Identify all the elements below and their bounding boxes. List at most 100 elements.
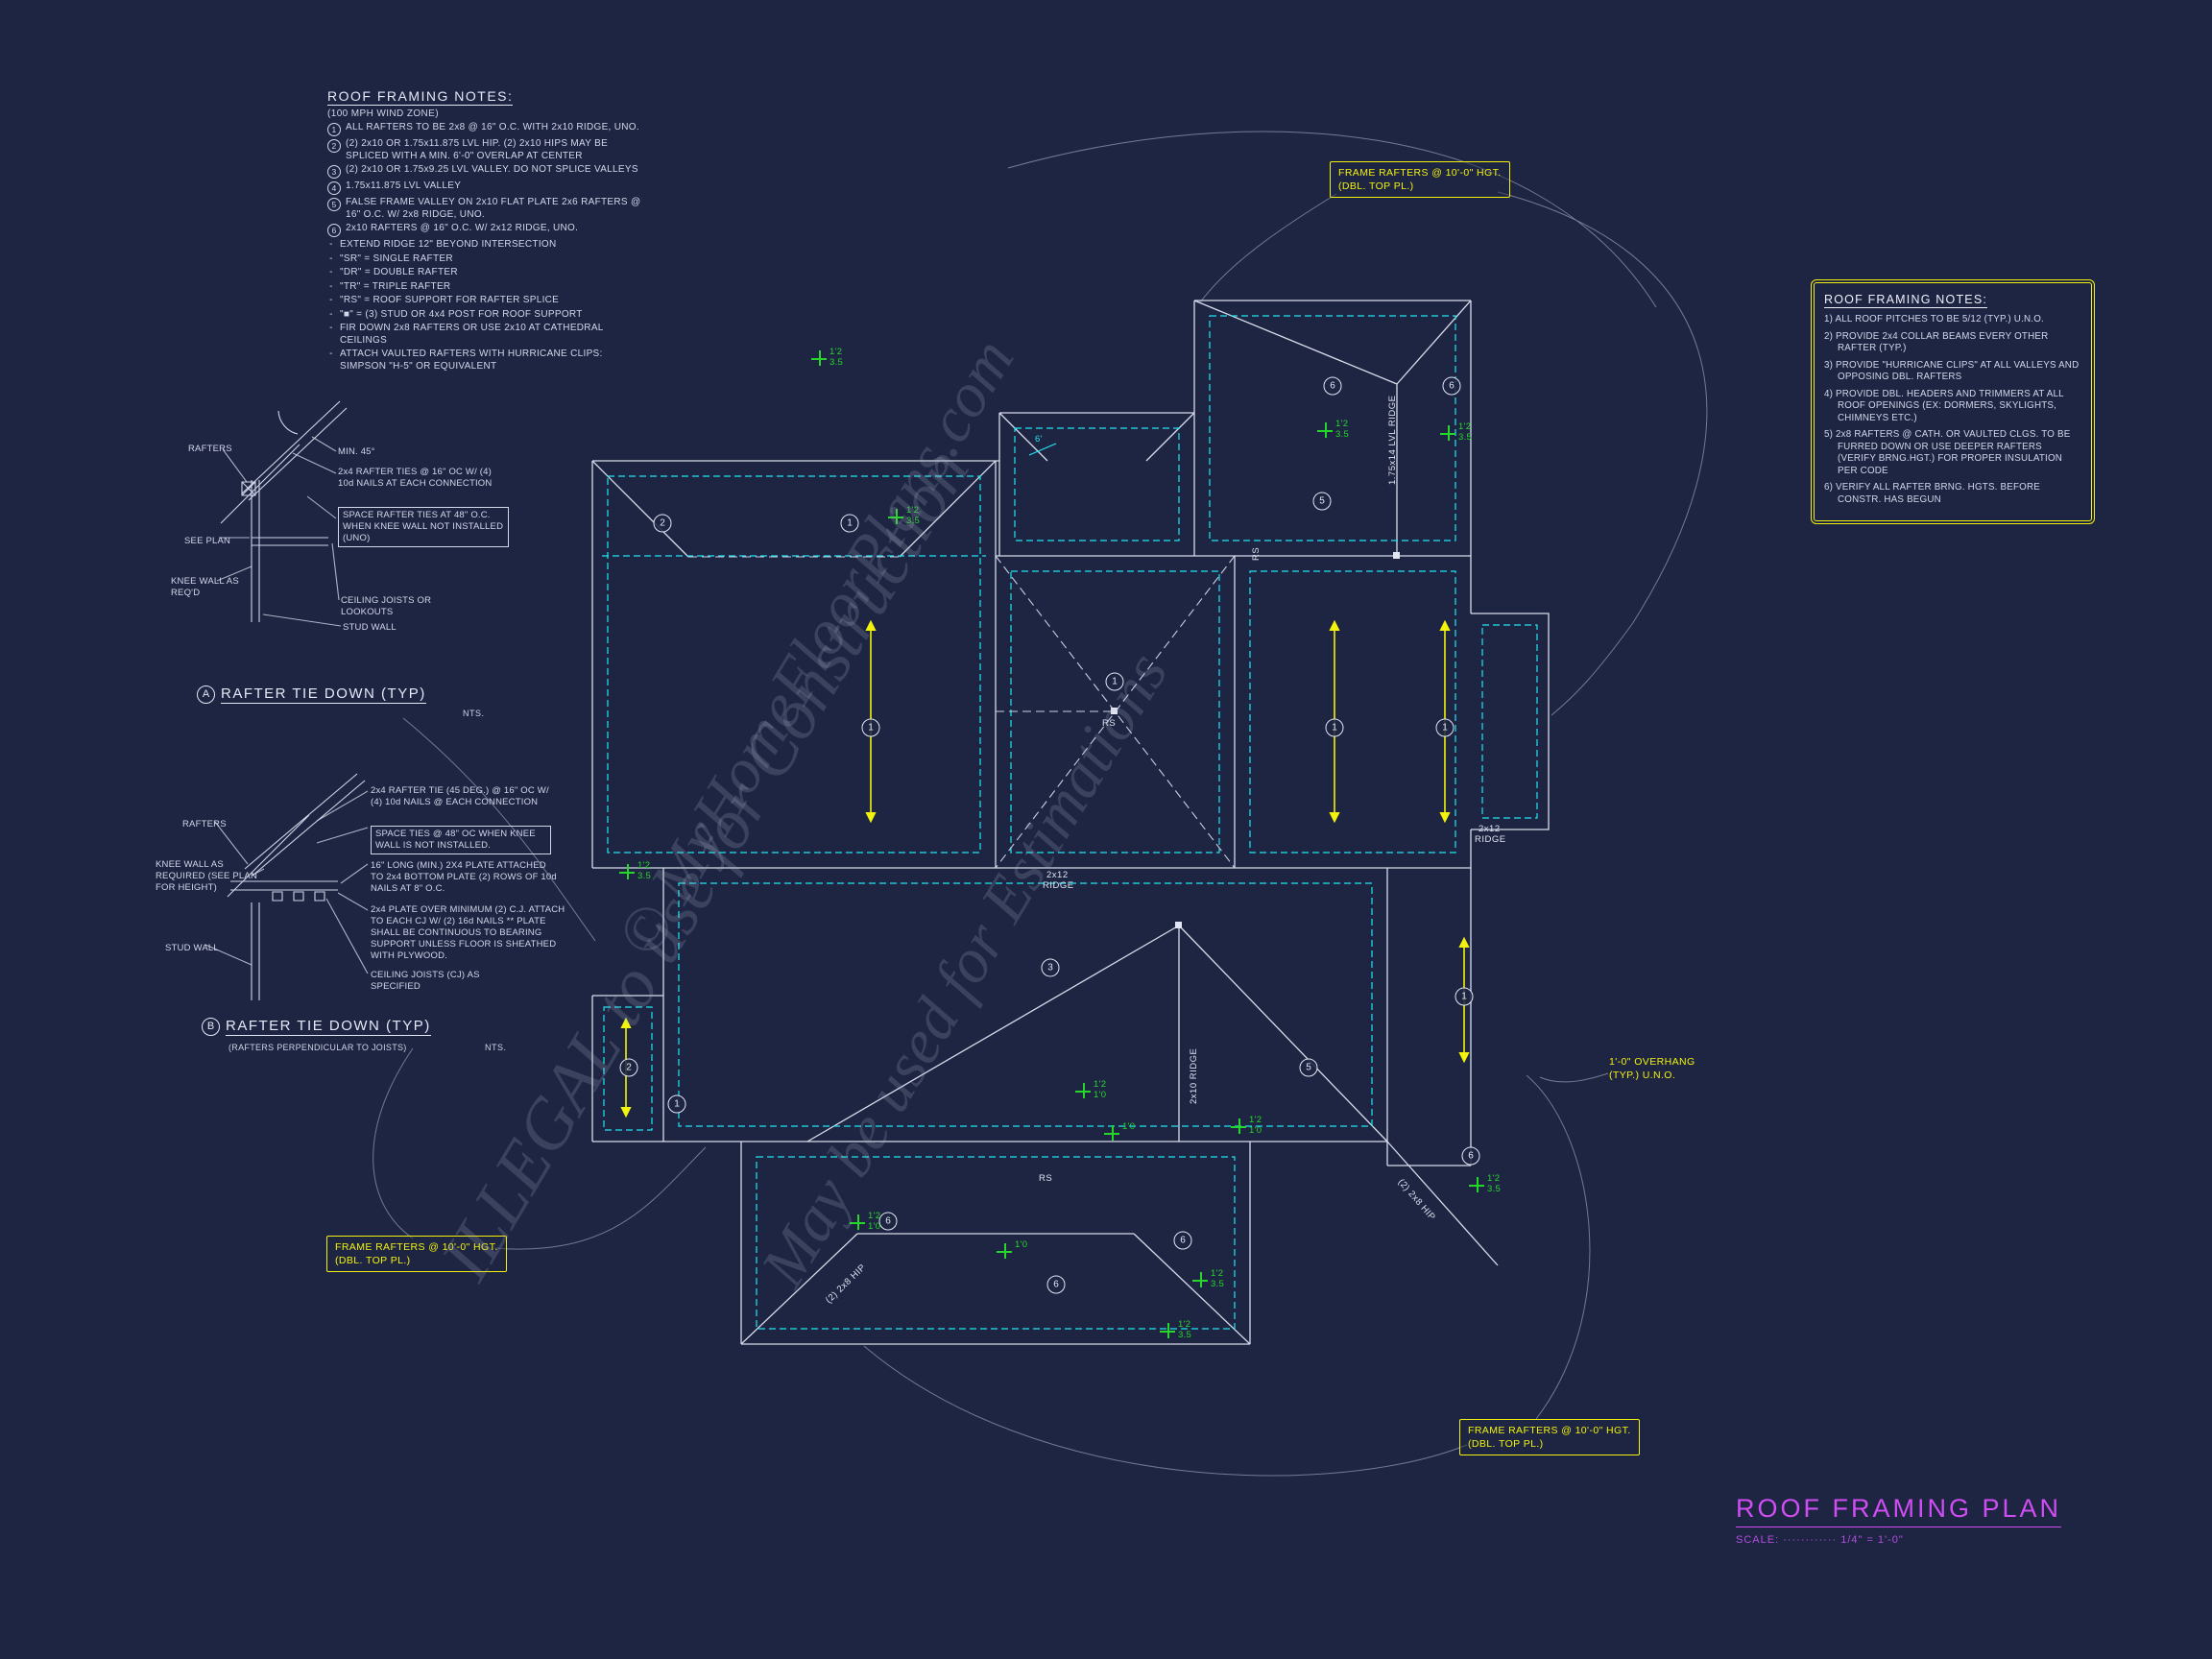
notes-subtitle: (100 MPH WIND ZONE) <box>327 108 439 119</box>
dash: - <box>329 252 333 264</box>
dim-label: 6' <box>1035 434 1044 445</box>
detail-b-label: CEILING JOISTS (CJ) AS SPECIFIED <box>371 970 480 992</box>
note-text: 1.75x11.875 LVL VALLEY <box>346 180 462 191</box>
dimension-cross-icon <box>1075 1083 1091 1098</box>
ridge-label-lvl: 1.75x14 LVL RIDGE <box>1387 395 1398 485</box>
plan-keynote-1: 1 <box>1455 987 1474 1006</box>
note-text: FIR DOWN 2x8 RAFTERS OR USE 2x10 AT CATH… <box>340 323 604 346</box>
detail-a-sketch <box>216 400 348 627</box>
note-text: "■" = (3) STUD OR 4x4 POST FOR ROOF SUPP… <box>340 308 583 320</box>
plan-keynote-1: 1 <box>1105 672 1124 691</box>
callout-line: (DBL. TOP PL.) <box>1338 180 1414 193</box>
roof-support-label: RS <box>1039 1173 1053 1184</box>
notes-title: ROOF FRAMING NOTES: <box>327 88 514 106</box>
detail-a-title-text: RAFTER TIE DOWN (TYP) <box>221 685 426 704</box>
plan-keynote-5: 5 <box>1299 1058 1318 1077</box>
detail-a-label: SPACE RAFTER TIES AT 48" O.C. WHEN KNEE … <box>338 507 509 547</box>
callout-line: FRAME RAFTERS @ 10'-0" HGT. <box>1468 1425 1631 1436</box>
note-item: 3(2) 2x10 OR 1.75x9.25 LVL VALLEY. DO NO… <box>327 164 646 179</box>
note-item: 4 1.75x11.875 LVL VALLEY <box>327 180 646 195</box>
leader-curves <box>373 131 1708 1477</box>
detail-b-label: SPACE TIES @ 48" OC WHEN KNEE WALL IS NO… <box>371 826 551 854</box>
note-item: 1) ALL ROOF PITCHES TO BE 5/12 (TYP.) U.… <box>1824 314 2044 325</box>
dimension-values: 1'0 <box>1122 1121 1136 1132</box>
keynote-number: 6 <box>327 224 341 237</box>
plan-keynote-5: 5 <box>1312 492 1332 511</box>
wall-plates-dashed <box>602 315 1538 1330</box>
ridge-label: 2x12 <box>1479 824 1501 834</box>
plan-keynote-1: 1 <box>840 514 859 533</box>
plan-keynote-6: 6 <box>1046 1275 1066 1294</box>
dash: - <box>329 280 333 292</box>
note-item: -"SR" = SINGLE RAFTER <box>327 253 646 266</box>
plan-keynote-2: 2 <box>619 1058 638 1077</box>
dimension-values: 1'0 <box>1015 1239 1028 1250</box>
detail-b-letter: B <box>202 1018 220 1036</box>
note-item: -"TR" = TRIPLE RAFTER <box>327 281 646 294</box>
notes-box-list: 1) ALL ROOF PITCHES TO BE 5/12 (TYP.) U.… <box>1824 314 2081 506</box>
ridge-label: RIDGE <box>1043 880 1074 891</box>
plan-keynote-6: 6 <box>1173 1231 1192 1250</box>
note-item: 5) 2x8 RAFTERS @ CATH. OR VAULTED CLGS. … <box>1824 429 2071 476</box>
plan-keynote-6: 6 <box>1323 376 1342 396</box>
roof-support-posts <box>1111 552 1400 928</box>
detail-a-title: A RAFTER TIE DOWN (TYP) <box>197 685 426 704</box>
dimension-cross-icon <box>888 509 903 524</box>
dimension-cross-icon <box>997 1243 1012 1259</box>
hip-label: (2) 2x8 HIP <box>1395 1177 1438 1223</box>
dash: - <box>329 349 333 359</box>
note-item: -FIR DOWN 2x8 RAFTERS OR USE 2x10 AT CAT… <box>327 323 646 347</box>
callout-frame-rafters-left: FRAME RAFTERS @ 10'-0" HGT. (DBL. TOP PL… <box>326 1236 507 1273</box>
plan-keynote-2: 2 <box>653 514 672 533</box>
detail-a-label: SEE PLAN <box>184 536 231 546</box>
detail-a-label: MIN. 45° <box>338 446 375 457</box>
detail-b-scale: NTS. <box>485 1043 507 1052</box>
dimension-cross-icon <box>1231 1118 1246 1134</box>
note-item: -ATTACH VAULTED RAFTERS WITH HURRICANE C… <box>327 349 646 373</box>
detail-b-label: 2x4 RAFTER TIE (45 DEG.) @ 16" OC W/ (4)… <box>371 785 549 807</box>
detail-b-label: STUD WALL <box>165 943 219 953</box>
note-item: 6) VERIFY ALL RAFTER BRNG. HGTS. BEFORE … <box>1824 482 2041 505</box>
note-item: -EXTEND RIDGE 12" BEYOND INTERSECTION <box>327 239 646 252</box>
note-text: "DR" = DOUBLE RAFTER <box>340 267 458 277</box>
detail-b-title-text: RAFTER TIE DOWN (TYP) <box>226 1018 431 1036</box>
note-text: (2) 2x10 OR 1.75x9.25 LVL VALLEY. DO NOT… <box>346 164 638 175</box>
detail-a-label: STUD WALL <box>343 622 397 633</box>
dimension-cross-icon <box>811 350 827 366</box>
note-text: "TR" = TRIPLE RAFTER <box>340 280 451 292</box>
note-text: ATTACH VAULTED RAFTERS WITH HURRICANE CL… <box>340 349 603 372</box>
detail-b-label: RAFTERS <box>182 819 227 830</box>
callout-line: FRAME RAFTERS @ 10'-0" HGT. <box>335 1241 498 1253</box>
callout-overhang: 1'-0" OVERHANG (TYP.) U.N.O. <box>1609 1056 1695 1082</box>
note-item: -"■" = (3) STUD OR 4x4 POST FOR ROOF SUP… <box>327 309 646 322</box>
detail-a-label: KNEE WALL AS REQ'D <box>171 576 239 598</box>
cyan-dim-arrow <box>1028 443 1057 456</box>
dimension-cross-icon <box>1440 425 1455 441</box>
detail-b-subtitle: (RAFTERS PERPENDICULAR TO JOISTS) <box>228 1043 407 1052</box>
callout-line: (TYP.) U.N.O. <box>1609 1069 1676 1081</box>
note-item: 4) PROVIDE DBL. HEADERS AND TRIMMERS AT … <box>1824 388 2064 423</box>
keynote-number: 4 <box>327 181 341 195</box>
detail-a-letter: A <box>197 685 215 704</box>
callout-line: FRAME RAFTERS @ 10'-0" HGT. <box>1338 167 1502 179</box>
callout-line: (DBL. TOP PL.) <box>1468 1438 1544 1451</box>
detail-b-title: B RAFTER TIE DOWN (TYP) <box>202 1018 431 1036</box>
dimension-cross-icon <box>619 864 635 879</box>
dimension-cross-icon <box>1192 1272 1208 1287</box>
plan-keynote-1: 1 <box>667 1094 686 1114</box>
callout-line: (DBL. TOP PL.) <box>335 1255 411 1267</box>
note-text: ALL RAFTERS TO BE 2x8 @ 16" O.C. WITH 2x… <box>346 122 639 132</box>
note-item: 2(2) 2x10 OR 1.75x11.875 LVL HIP. (2) 2x… <box>327 138 646 162</box>
ridge-label: RIDGE <box>1475 834 1506 845</box>
detail-b-label: 2x4 PLATE OVER MINIMUM (2) C.J. ATTACH T… <box>371 904 565 961</box>
